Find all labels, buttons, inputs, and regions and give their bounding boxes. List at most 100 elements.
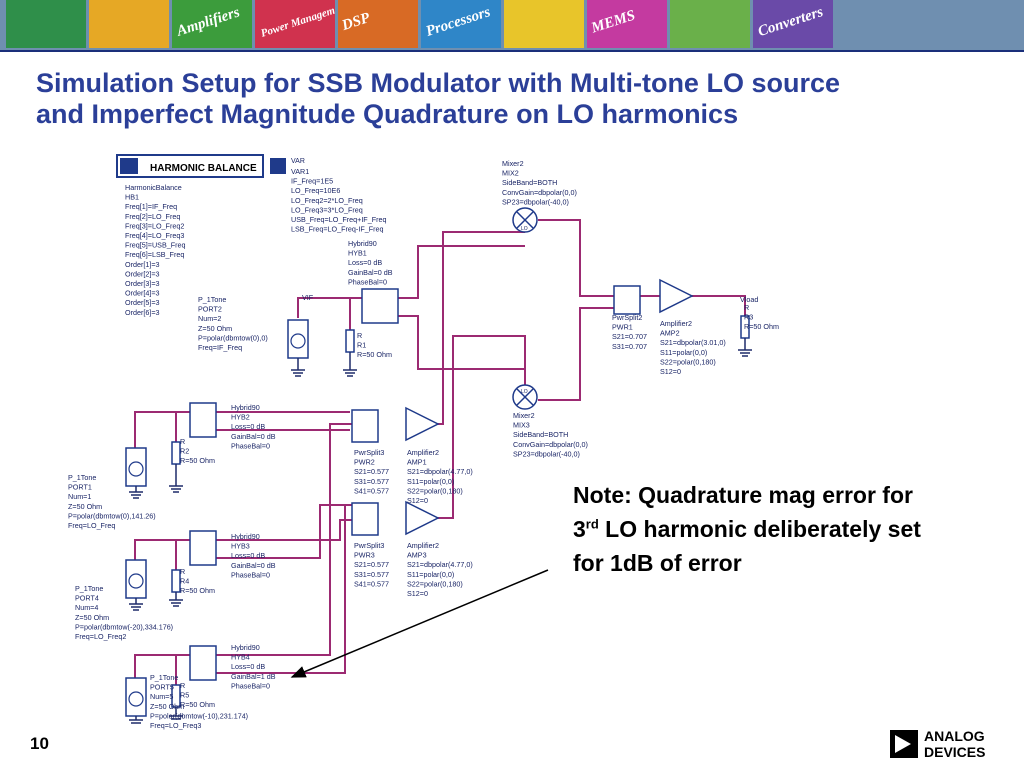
label-hyb3-line: PhaseBal=0 (231, 570, 270, 579)
label-hyb2-line: HYB2 (231, 413, 250, 422)
label-amp3-line: Amplifier2 (407, 541, 439, 550)
label-hb-block-line: Freq[6]=LSB_Freq (125, 250, 184, 259)
label-hyb1-line: Hybrid90 (348, 239, 377, 248)
label-amp2-line: AMP2 (660, 329, 680, 338)
label-pwr1-line: PwrSplit2 (612, 313, 642, 322)
label-port5-line: PORT5 (150, 683, 174, 692)
label-amp2-line: S22=polar(0,180) (660, 357, 716, 366)
label-r2-line: R2 (180, 447, 189, 456)
label-pwr2-line: S21=0.577 (354, 467, 389, 476)
label-mix3-line: SP23=dbpolar(-40,0) (513, 449, 580, 458)
label-hb-block-line: Freq[2]=LO_Freq (125, 212, 180, 221)
label-amp3-line: S12=0 (407, 589, 428, 598)
label-amp1-line: S21=dbpolar(4.77,0) (407, 467, 473, 476)
label-mix2-line: SP23=dbpolar(-40,0) (502, 197, 569, 206)
label-port4-line: P=polar(dbmtow(-20),334.176) (75, 622, 173, 631)
label-hb-block-line: Freq[4]=LO_Freq3 (125, 231, 184, 240)
label-mix3-line: SideBand=BOTH (513, 430, 568, 439)
label-mix3-line: MIX3 (513, 421, 530, 430)
label-r3-line: R3 (744, 313, 753, 322)
label-r1-line: R (357, 331, 362, 340)
label-hb-block-line: Freq[5]=USB_Freq (125, 241, 186, 250)
label-amp2-line: S11=polar(0,0) (660, 348, 707, 357)
harmonic-balance-button: HARMONIC BALANCE (116, 154, 264, 178)
power-splitter-pwr1 (613, 285, 641, 315)
label-mix2-line: ConvGain=dbpolar(0,0) (502, 188, 577, 197)
label-vif: VIF (302, 293, 314, 302)
label-hb-block-line: Order[5]=3 (125, 298, 160, 307)
amplifier-amp2 (659, 278, 694, 314)
label-port5-line: P=polar(dbmtow(-10),231.174) (150, 711, 248, 720)
label-port5-line: P_1Tone (150, 673, 178, 682)
label-hyb4-line: PhaseBal=0 (231, 681, 270, 690)
resistor-r1 (345, 329, 355, 353)
label-amp3-line: S22=polar(0,180) (407, 579, 463, 588)
label-amp2-line: S12=0 (660, 367, 681, 376)
label-pwr1-line: S21=0.707 (612, 332, 647, 341)
resistor-r2 (171, 441, 181, 465)
label-mix3-line: ConvGain=dbpolar(0,0) (513, 440, 588, 449)
hybrid-hyb1 (361, 288, 399, 324)
hybrid-hyb4 (189, 645, 217, 681)
slide-title-line-2: and Imperfect Magnitude Quadrature on LO… (36, 99, 739, 129)
label-vload: Vload (740, 295, 758, 304)
label-pwr3-line: S21=0.577 (354, 560, 389, 569)
label-amp2-line: S21=dbpolar(3.01,0) (660, 338, 726, 347)
label-pwr1-line: S31=0.707 (612, 342, 647, 351)
label-mix2-line: MIX2 (502, 169, 519, 178)
label-pwr3-line: S41=0.577 (354, 579, 389, 588)
banner-tile (89, 0, 169, 48)
label-hyb3-line: Loss=0 dB (231, 551, 265, 560)
label-amp1-line: Amplifier2 (407, 448, 439, 457)
note-line-2: 3rd LO harmonic deliberately set (573, 512, 1018, 546)
label-r3-line: R (744, 303, 749, 312)
label-amp1-line: S22=polar(0,180) (407, 486, 463, 495)
ground-symbols (129, 338, 752, 724)
note-line-1: Note: Quadrature mag error for (573, 482, 913, 508)
var-icon: VAR (270, 158, 305, 174)
label-r2-line: R=50 Ohm (180, 456, 215, 465)
label-amp2-line: Amplifier2 (660, 319, 692, 328)
label-r5-line: R (180, 681, 185, 690)
hybrid-hyb3 (189, 530, 217, 566)
label-mixer-lo: LO (521, 389, 528, 395)
label-amp3-line: AMP3 (407, 551, 427, 560)
label-amp3-line: S21=dbpolar(4.77,0) (407, 560, 473, 569)
label-port5-line: Z=50 Ohm (150, 702, 184, 711)
label-port4-line: P_1Tone (75, 584, 103, 593)
note-ordinal-suffix: rd (585, 516, 599, 532)
label-port1-line: P_1Tone (68, 473, 96, 482)
label-pwr3-line: PWR3 (354, 551, 375, 560)
label-pwr1-line: PWR1 (612, 323, 633, 332)
label-port2-line: PORT2 (198, 305, 222, 314)
label-r3-line: R=50 Ohm (744, 322, 779, 331)
label-hb-block-line: HB1 (125, 193, 139, 202)
label-hb-block-line: Freq[1]=IF_Freq (125, 202, 177, 211)
wires (134, 219, 746, 685)
label-r5-line: R=50 Ohm (180, 700, 215, 709)
label-port2-line: Freq=IF_Freq (198, 343, 242, 352)
page-number: 10 (30, 734, 49, 753)
hybrid-hyb2 (189, 402, 217, 438)
banner-tile (504, 0, 584, 48)
label-r1-line: R1 (357, 341, 366, 350)
label-pwr2-line: PwrSplit3 (354, 448, 384, 457)
banner-tile: Power Management (255, 0, 335, 48)
label-hyb1-line: Loss=0 dB (348, 258, 382, 267)
label-hyb3-line: Hybrid90 (231, 532, 260, 541)
label-r4-line: R (180, 567, 185, 576)
analog-devices-logo: ANALOG DEVICES (890, 726, 1000, 762)
label-var-block-line: LO_Freq2=2*LO_Freq (291, 196, 363, 205)
label-port1-line: Z=50 Ohm (68, 502, 102, 511)
label-hyb2-line: Hybrid90 (231, 403, 260, 412)
label-port1-line: PORT1 (68, 483, 92, 492)
label-amp3-line: S11=polar(0,0) (407, 570, 454, 579)
label-port2-line: Z=50 Ohm (198, 324, 232, 333)
label-mix2-line: SideBand=BOTH (502, 178, 557, 187)
source-symbols (128, 333, 306, 707)
label-hyb4-line: HYB4 (231, 653, 250, 662)
banner-tile: Processors (421, 0, 501, 48)
label-amp1-line: S11=polar(0,0) (407, 477, 454, 486)
